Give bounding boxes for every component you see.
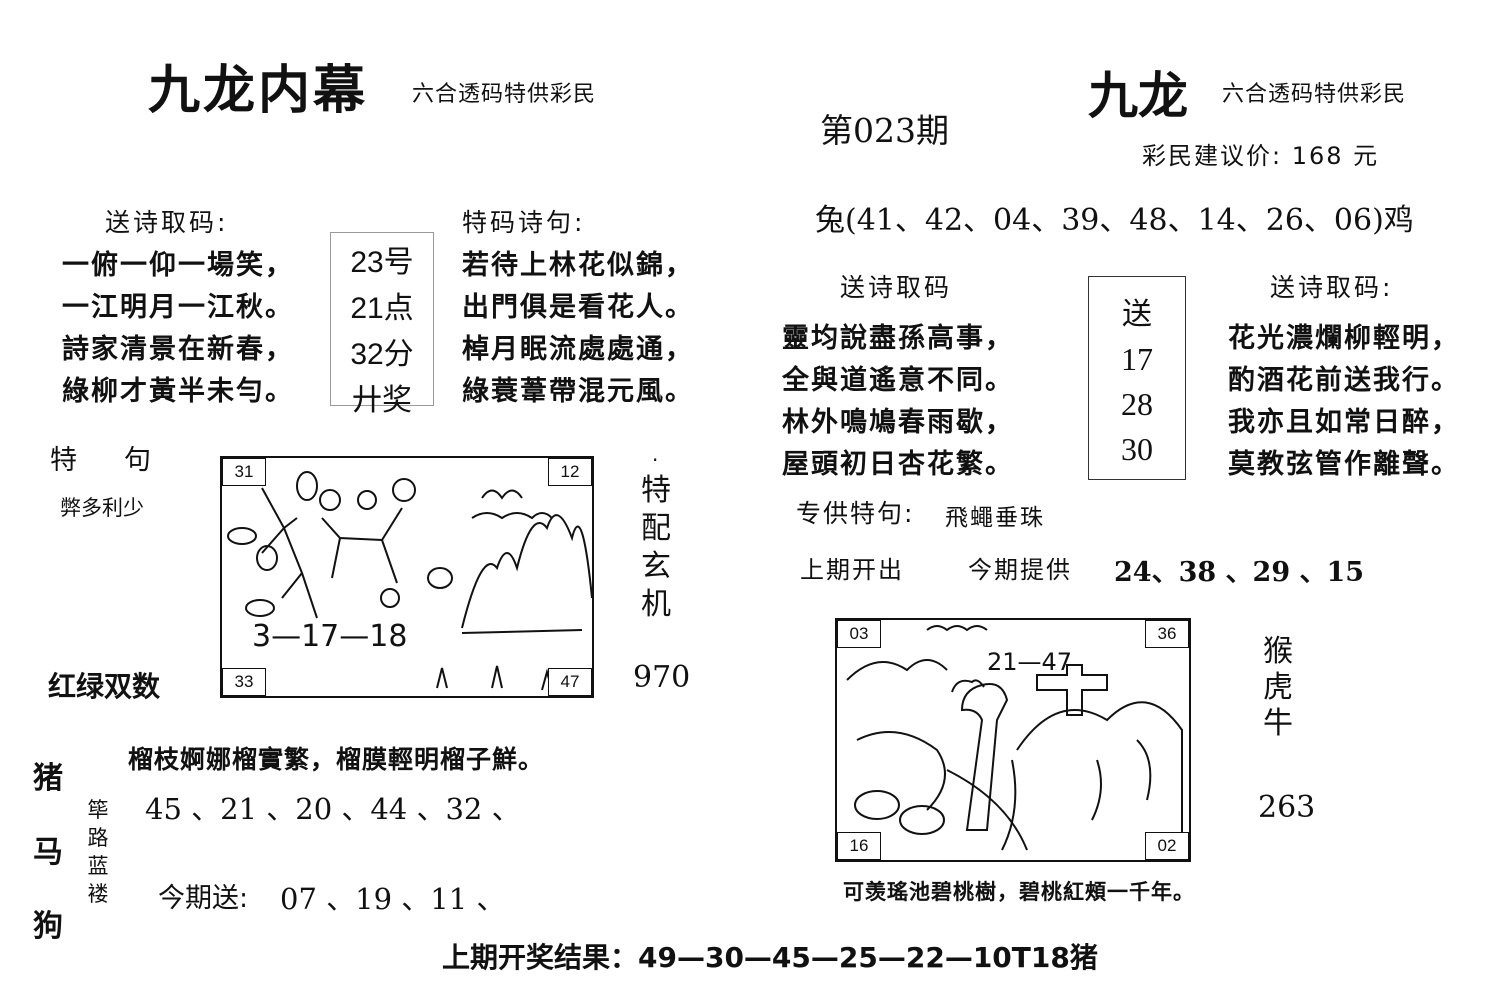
pic-corner-number: 31 xyxy=(222,458,266,486)
pic-corner-number: 47 xyxy=(548,668,592,696)
poem-line: 我亦且如常日醉， xyxy=(1228,407,1460,438)
right-subtitle: 六合透码特供彩民 xyxy=(1222,82,1407,107)
right-provide-numbers: 24、38 、29 、15 xyxy=(1114,557,1365,588)
poem-line: 屋頭初日杏花繁。 xyxy=(782,449,1014,480)
right-special-text: 飛蠅垂珠 xyxy=(945,505,1045,531)
left-red-green: 红绿双数 xyxy=(48,670,161,703)
pic-corner-number: 16 xyxy=(837,832,881,860)
sketch-drawing: 21—47 xyxy=(846,625,1183,851)
poem-line: 棹月眠流處處通， xyxy=(462,334,694,365)
right-price: 彩民建议价: 168 元 xyxy=(1142,142,1380,170)
sketch-text: 3—17—18 xyxy=(252,619,407,654)
zodiac-char: 虎 xyxy=(1263,670,1293,705)
right-issue: 第023期 xyxy=(820,111,949,150)
left-send-numbers: 07 、19 、11 、 xyxy=(280,882,506,916)
poem-line: 綠柳才黃半未勻。 xyxy=(62,376,294,407)
left-liu-poem: 榴枝婀娜榴實繁，榴膜輕明榴子鮮。 xyxy=(128,745,545,774)
center-box-line: 廾奖 xyxy=(352,384,412,417)
center-box-line: 送 xyxy=(1122,297,1152,332)
left-title: 九龙内幕 xyxy=(148,60,369,121)
right-special-label: 专供特句: xyxy=(796,499,915,528)
sketch-drawing: 3—17—18 xyxy=(227,471,593,691)
zodiac-char: 马 xyxy=(33,835,63,870)
pic-corner-number: 36 xyxy=(1145,620,1189,648)
right-caption: 可羡瑤池碧桃樹，碧桃紅頰一千年。 xyxy=(843,879,1195,904)
left-subtitle: 六合透码特供彩民 xyxy=(412,82,597,107)
zodiac-char: 猪 xyxy=(33,761,63,796)
left-zodiac-vertical: 猪 马 狗 xyxy=(28,748,68,958)
poem-line: 花光濃爛柳輕明， xyxy=(1228,323,1460,354)
small-vertical-char: 路 xyxy=(87,826,109,850)
zodiac-char: 牛 xyxy=(1263,706,1293,741)
zodiac-char: 猴 xyxy=(1263,634,1293,669)
right-center-box: 送 17 28 30 xyxy=(1088,276,1186,480)
right-poem-heading-1: 送诗取码 xyxy=(840,273,953,302)
right-poem-heading-2: 送诗取码: xyxy=(1270,273,1394,302)
left-special-text: 弊多利少 xyxy=(60,496,144,520)
right-number-263: 263 xyxy=(1258,790,1316,825)
left-vertical-dot: · xyxy=(652,448,659,472)
left-number-970: 970 xyxy=(633,660,691,695)
pic-corner-number: 12 xyxy=(548,458,592,486)
vertical-char: 特 xyxy=(641,473,671,508)
pic-corner-number: 03 xyxy=(837,620,881,648)
zodiac-char: 狗 xyxy=(33,909,63,944)
left-tema-heading: 特码诗句: xyxy=(462,208,586,237)
vertical-char: 配 xyxy=(641,511,671,546)
left-special-heading: 特 句 xyxy=(50,445,161,476)
poem-line: 一俯一仰一場笑， xyxy=(62,250,294,281)
poem-line: 一江明月一江秋。 xyxy=(62,292,294,323)
right-rabbit-line: 兔(41、42、04、39、48、14、26、06)鸡 xyxy=(815,203,1414,238)
center-box-line: 28 xyxy=(1121,386,1153,422)
left-poem-heading: 送诗取码: xyxy=(105,208,229,237)
right-zodiac-vertical: 猴 虎 牛 xyxy=(1258,634,1298,742)
poem-line: 若待上林花似錦， xyxy=(462,250,694,281)
left-small-vertical: 筚 路 蓝 褛 xyxy=(82,796,114,908)
center-box-line: 21点 xyxy=(350,292,414,325)
center-box-line: 23号 xyxy=(350,246,414,279)
center-box-line: 30 xyxy=(1121,431,1153,467)
sketch-text: 21—47 xyxy=(987,648,1072,676)
footer-result: 上期开奖结果：49—30—45—25—22—10T18猪 xyxy=(442,941,1098,974)
left-vertical-label: 特 配 玄 机 xyxy=(636,472,676,624)
poem-line: 靈均說盡孫高事， xyxy=(782,323,1014,354)
left-sketch-picture: 3—17—18 31 12 33 47 xyxy=(220,456,594,698)
left-send-label: 今期送: xyxy=(158,883,249,914)
center-box-line: 32分 xyxy=(350,338,414,371)
poem-line: 綠蓑葦帶混元風。 xyxy=(462,376,694,407)
left-numbers-line: 45 、21 、20 、44 、32 、 xyxy=(145,792,521,826)
small-vertical-char: 褛 xyxy=(87,882,109,906)
right-provide-label: 今期提供 xyxy=(968,556,1072,584)
right-last-label: 上期开出 xyxy=(800,556,904,584)
pic-corner-number: 33 xyxy=(222,668,266,696)
vertical-char: 机 xyxy=(641,587,671,622)
small-vertical-char: 筚 xyxy=(87,798,109,822)
poem-line: 全與道遙意不同。 xyxy=(782,365,1014,396)
poem-line: 詩家清景在新春， xyxy=(62,334,294,365)
right-sketch-picture: 21—47 03 36 16 02 xyxy=(835,618,1191,862)
right-title: 九龙 xyxy=(1088,66,1188,125)
vertical-char: 玄 xyxy=(641,549,671,584)
poem-line: 酌酒花前送我行。 xyxy=(1228,365,1460,396)
poem-line: 出門俱是看花人。 xyxy=(462,292,694,323)
poem-line: 莫教弦管作離聲。 xyxy=(1228,449,1460,480)
left-center-box: 23号 21点 32分 廾奖 xyxy=(330,232,434,417)
small-vertical-char: 蓝 xyxy=(87,854,109,878)
pic-corner-number: 02 xyxy=(1145,832,1189,860)
poem-line: 林外鳴鳩春雨歇， xyxy=(782,407,1014,438)
center-box-line: 17 xyxy=(1121,341,1153,377)
